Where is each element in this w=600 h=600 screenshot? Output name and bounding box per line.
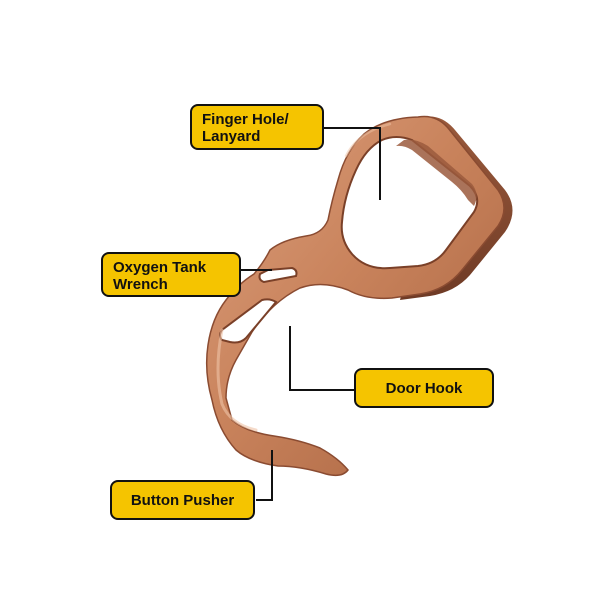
oxygen-wrench-slot	[258, 266, 298, 284]
leader-door-hook	[289, 326, 354, 391]
ring-edge-shadow	[400, 116, 513, 300]
finger-hole-inner-edge	[396, 139, 477, 206]
callout-finger-hole-lanyard: Finger Hole/ Lanyard	[190, 104, 324, 150]
door-hook-label: Door Hook	[385, 380, 463, 397]
tool-highlight	[216, 328, 258, 432]
finger-hole-label-line2: Lanyard	[202, 128, 261, 145]
tool-highlight-ring	[344, 122, 392, 158]
oxygen-label-line2: Wrench	[113, 276, 168, 293]
callout-button-pusher: Button Pusher	[110, 480, 255, 520]
leader-finger-hole	[324, 127, 381, 200]
finger-hole-label-line1: Finger Hole/	[202, 111, 289, 128]
callout-door-hook: Door Hook	[354, 368, 494, 408]
oxygen-label-line1: Oxygen Tank	[113, 259, 207, 276]
button-pusher-label: Button Pusher	[130, 492, 235, 509]
leader-lines	[240, 127, 381, 501]
callout-oxygen-tank-wrench: Oxygen Tank Wrench	[101, 252, 241, 297]
leader-button-pusher	[256, 450, 273, 501]
